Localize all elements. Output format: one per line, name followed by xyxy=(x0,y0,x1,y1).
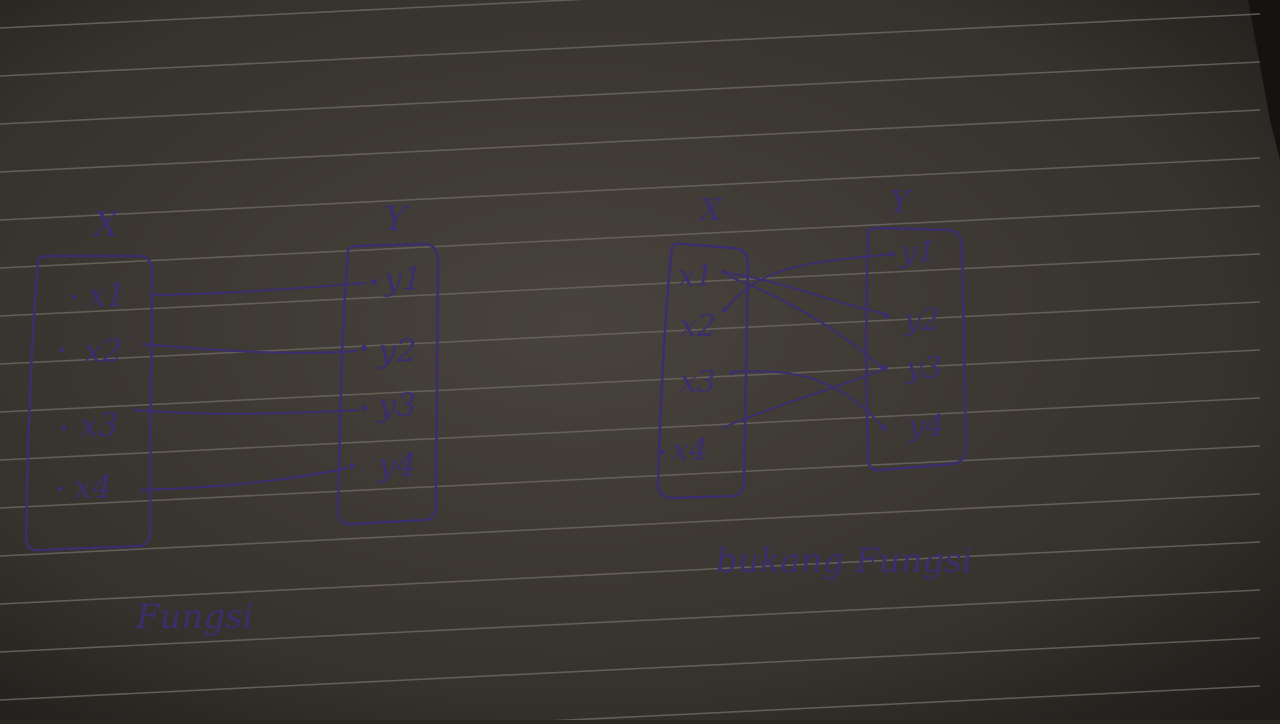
domain-point xyxy=(729,370,735,376)
codomain-item: y1 xyxy=(382,260,422,298)
domain-point xyxy=(61,425,67,431)
mapping-arrow xyxy=(721,369,883,429)
mapping-arrows xyxy=(721,253,891,429)
domain-point xyxy=(57,486,63,492)
domain-item: x4 xyxy=(672,433,708,468)
domain-label: X xyxy=(698,193,723,228)
diagram-fungsi: X Y x1 x2 x3 x4 y1 y2 y3 y4 xyxy=(24,199,440,637)
codomain-point xyxy=(880,364,888,372)
ruled-line xyxy=(0,0,586,29)
ruled-line xyxy=(0,13,1261,77)
codomain-point xyxy=(349,463,355,469)
domain-point xyxy=(721,269,727,275)
codomain-item: y4 xyxy=(906,409,944,444)
domain-item: x2 xyxy=(84,332,122,370)
ruled-line xyxy=(0,589,1261,653)
ruled-line xyxy=(0,61,1261,125)
codomain-point xyxy=(889,251,895,257)
domain-item: x4 xyxy=(74,468,112,506)
domain-point xyxy=(59,347,65,353)
codomain-item: y3 xyxy=(376,386,416,424)
domain-item: x2 xyxy=(680,309,716,344)
domain-point xyxy=(659,449,665,455)
codomain-item: y3 xyxy=(904,351,942,386)
ruled-line xyxy=(0,109,1261,173)
paper-edge-shadow xyxy=(1248,0,1280,160)
ruled-line xyxy=(0,157,1261,221)
domain-oval xyxy=(656,242,750,500)
ruled-line xyxy=(0,301,1261,365)
codomain-point xyxy=(361,405,367,411)
domain-item: x1 xyxy=(678,259,714,294)
codomain-point xyxy=(881,425,887,431)
codomain-items: y1 y2 y3 y4 xyxy=(880,235,944,444)
domain-point xyxy=(71,294,77,300)
ruled-line xyxy=(0,253,1261,317)
ruled-line xyxy=(0,205,1261,269)
ruled-line xyxy=(471,685,1261,724)
codomain-item: y1 xyxy=(898,235,936,270)
codomain-item: y2 xyxy=(902,303,940,338)
codomain-point xyxy=(361,345,367,351)
codomain-point xyxy=(371,279,377,285)
domain-items: x1 x2 x3 x4 xyxy=(659,259,735,468)
mapping-arrows xyxy=(133,281,367,492)
codomain-items: y1 y2 y3 y4 xyxy=(349,260,422,484)
mapping-arrow xyxy=(141,342,359,354)
diagram-bukan-fungsi: X Y x1 x2 x3 x4 y1 y2 y3 y4 xyxy=(656,185,972,581)
domain-item: x1 xyxy=(88,276,126,314)
codomain-label: Y xyxy=(890,185,913,220)
caption-fungsi: Fungsi xyxy=(135,597,253,637)
codomain-label: Y xyxy=(384,199,410,239)
ruled-line xyxy=(0,637,1261,701)
codomain-oval xyxy=(865,226,968,472)
domain-label: X xyxy=(91,205,120,245)
ruled-line xyxy=(0,493,1261,557)
mapping-arrow xyxy=(139,466,349,492)
mapping-arrow xyxy=(727,275,883,369)
mapping-arrow xyxy=(733,370,883,427)
domain-items: x1 x2 x3 x4 xyxy=(57,276,126,506)
mapping-arrow xyxy=(725,272,887,315)
caption-bukan-fungsi: bukang Fungsi xyxy=(716,541,972,581)
ruled-line xyxy=(0,349,1261,413)
ruled-line xyxy=(0,541,1261,605)
domain-item: x3 xyxy=(80,406,118,444)
mapping-arrow xyxy=(133,408,359,415)
mapping-arrow xyxy=(151,281,367,297)
ruled-line xyxy=(0,397,1261,461)
codomain-oval xyxy=(336,242,440,526)
domain-item: x3 xyxy=(680,365,716,400)
codomain-item: y2 xyxy=(376,332,416,370)
domain-oval xyxy=(24,254,154,552)
ruled-line xyxy=(0,445,1261,509)
codomain-item: y4 xyxy=(376,446,416,484)
mapping-arrow xyxy=(723,253,891,313)
